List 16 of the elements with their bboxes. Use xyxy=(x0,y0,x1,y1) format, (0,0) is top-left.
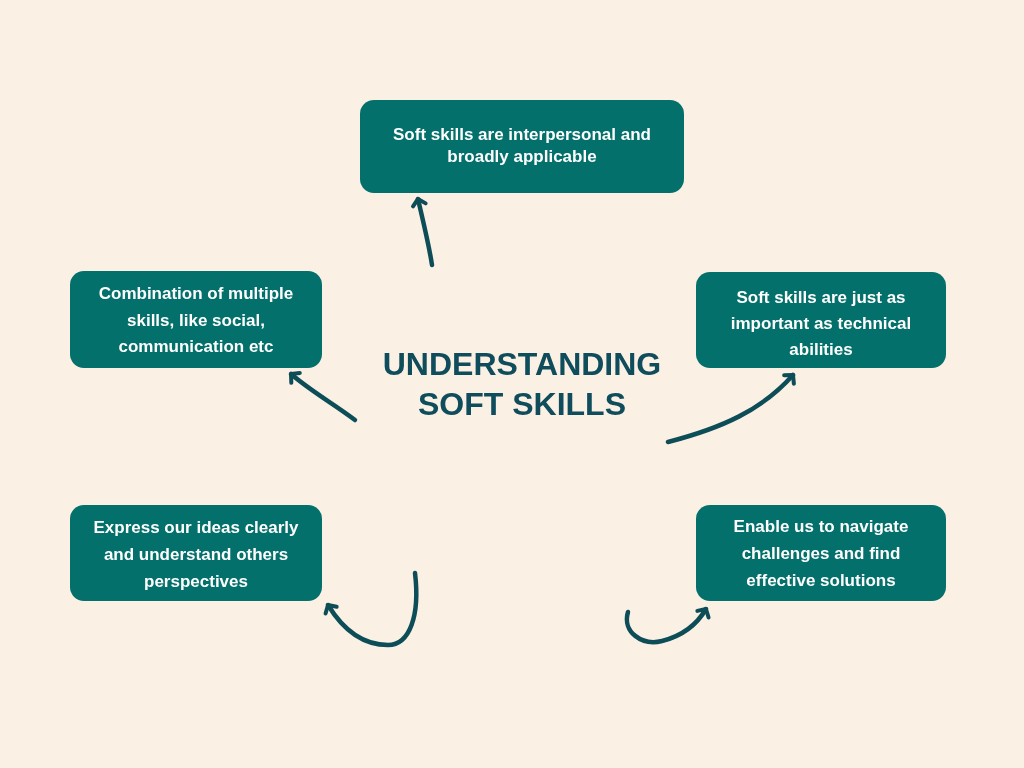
curved-arrow xyxy=(624,606,711,645)
curved-arrow xyxy=(323,570,419,648)
info-card xyxy=(360,100,684,193)
card-text: Express our ideas clearly and understand others perspectives xyxy=(92,517,300,593)
card-text: Soft skills are interpersonal and broadly applicable xyxy=(392,124,652,168)
card-text: Soft skills are just as important as technical abilities xyxy=(729,287,913,361)
info-card xyxy=(696,272,946,368)
info-card xyxy=(70,271,322,368)
curved-arrow xyxy=(411,196,435,268)
info-card xyxy=(70,505,322,601)
curved-arrow xyxy=(665,372,796,445)
curved-arrow xyxy=(288,370,358,423)
card-text: Enable us to navigate challenges and find effective solutions xyxy=(732,516,910,592)
diagram-title: UNDERSTANDING SOFT SKILLS xyxy=(381,345,663,424)
info-card xyxy=(696,505,946,601)
card-text: Combination of multiple skills, like social, communication etc xyxy=(97,283,295,358)
